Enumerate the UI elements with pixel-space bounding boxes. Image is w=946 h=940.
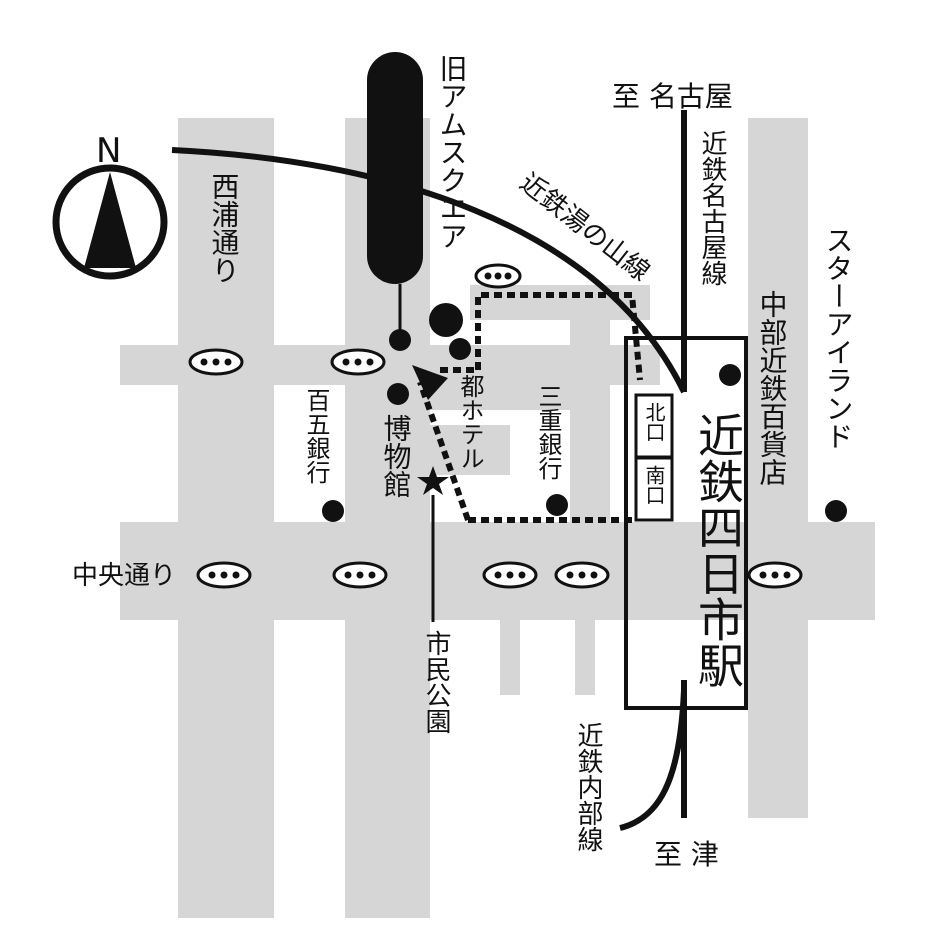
miyako-label: 都ホテル: [456, 374, 484, 470]
walking-route: [417, 292, 643, 523]
traffic-signal-icon: [188, 348, 244, 376]
star-island-label: スターアイランド: [822, 226, 855, 450]
minamiguchi-box: [634, 456, 674, 522]
hyakugo-label: 百五銀行: [302, 388, 330, 484]
north-label: N: [96, 131, 121, 171]
amsquare-marker-icon: [429, 303, 463, 337]
kitaguchi-box: [634, 393, 674, 459]
sanju-marker-icon: [546, 494, 568, 516]
nishiura-label: 西浦通り: [208, 172, 241, 284]
nagoya-line-label: 近鉄名古屋線: [697, 130, 727, 286]
road-h-lower: [430, 425, 510, 475]
yunoyama-line-track: [171, 147, 687, 394]
chuo-label: 中央通り: [72, 561, 176, 591]
traffic-signal-icon: [554, 561, 610, 589]
kitaguchi-label: 北口: [642, 402, 666, 442]
to-tsu-label: 至 津: [654, 838, 719, 871]
miyako-marker-icon: [449, 338, 471, 360]
amsquare-label: 旧アムスクエア: [436, 54, 469, 250]
north-arrow-icon: N: [52, 131, 168, 280]
star-island-marker-icon: [825, 500, 847, 522]
road-stub-2: [575, 620, 595, 695]
museum-label: 博物館: [380, 414, 413, 498]
traffic-signal-icon: [482, 561, 538, 589]
traffic-signal-icon: [196, 561, 252, 589]
shimin-koen-label: 市民公園: [421, 630, 451, 734]
traffic-signal-icon: [747, 561, 803, 589]
to-nagoya-label: 至 名古屋: [612, 80, 733, 113]
museum-marker-icon: [387, 383, 409, 405]
kintetsu-dept-marker-icon: [719, 364, 741, 386]
jibasan-marker-icon: [389, 329, 411, 351]
traffic-signals: [188, 263, 803, 589]
road-v-east: [748, 118, 808, 818]
shimin-koen-star-icon: [417, 466, 449, 495]
jibasan-badge: [367, 52, 423, 284]
hyakugo-marker-icon: [322, 500, 344, 522]
road-nishiura: [178, 118, 274, 918]
road-stub-1: [500, 620, 520, 695]
route-arrow-icon: [412, 365, 448, 400]
sanju-label: 三重銀行: [534, 384, 562, 480]
road-h-mid: [430, 380, 590, 410]
traffic-signal-icon: [330, 348, 386, 376]
jibasan-label: じばさん三重: [376, 64, 414, 256]
traffic-signal-icon: [474, 263, 522, 289]
utsube-line-track: [619, 689, 687, 831]
kintetsu-dept-label: 中部近鉄百貨店: [756, 290, 789, 486]
station-label: 近鉄四日市駅: [691, 412, 745, 688]
utsube-line-label: 近鉄内部線: [573, 722, 603, 852]
traffic-signal-icon: [332, 561, 388, 589]
minamiguchi-label: 南口: [642, 465, 666, 505]
